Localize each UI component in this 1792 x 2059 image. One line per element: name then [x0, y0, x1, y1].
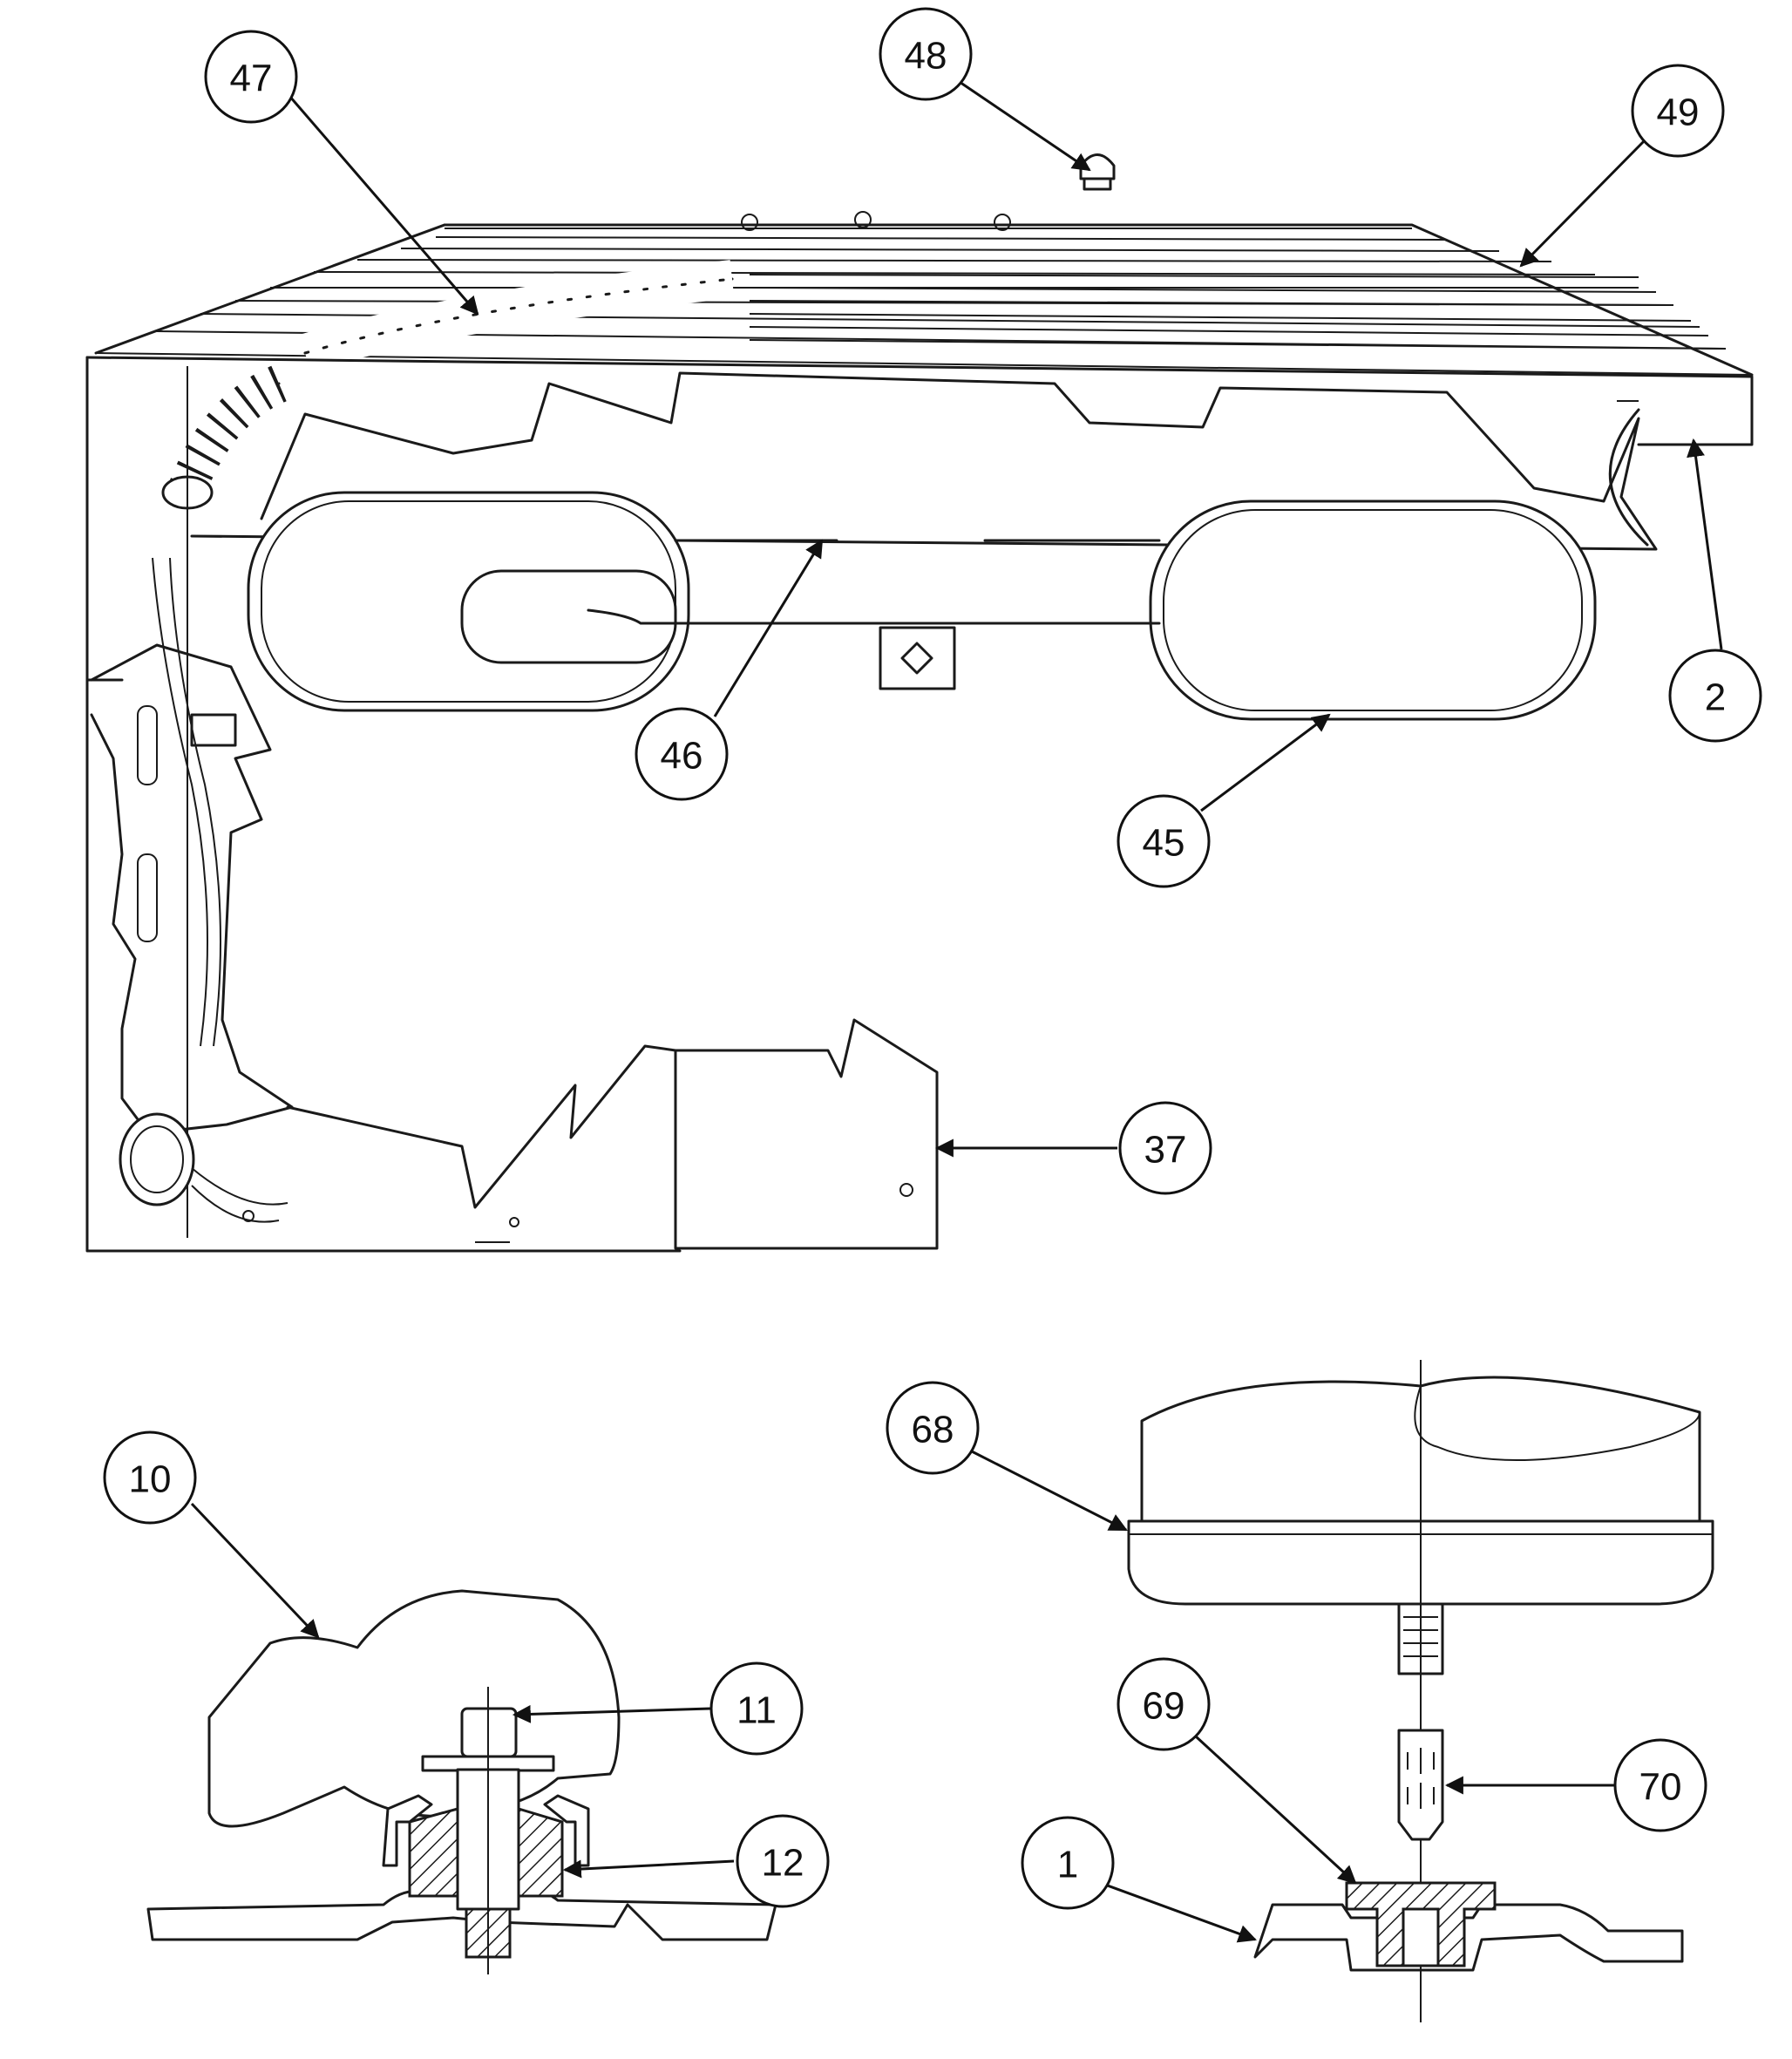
callout-12: 12: [736, 1814, 830, 1908]
callout-label-10: 10: [129, 1458, 172, 1501]
callout-45: 45: [1117, 794, 1211, 888]
flexible-tube: [161, 260, 735, 510]
control-box-cover: [286, 1018, 939, 1250]
callout-label-46: 46: [661, 735, 703, 778]
callout-2: 2: [1668, 649, 1762, 743]
callout-label-48: 48: [905, 35, 947, 78]
cap-nut: [1079, 153, 1116, 191]
callout-label-37: 37: [1144, 1129, 1187, 1172]
callout-label-70: 70: [1639, 1766, 1682, 1809]
callout-68: 68: [886, 1381, 980, 1475]
callout-10: 10: [103, 1430, 197, 1525]
callout-label-68: 68: [912, 1409, 954, 1451]
drain-fitting: [119, 1112, 288, 1223]
callout-47: 47: [204, 30, 298, 124]
callout-label-49: 49: [1657, 92, 1700, 134]
callout-label-45: 45: [1143, 822, 1185, 865]
callout-leaders: [190, 77, 1723, 1943]
callout-46: 46: [635, 707, 729, 801]
detail-fan-motor: [1127, 1360, 1714, 2022]
callout-48: 48: [879, 7, 973, 101]
accumulator-right: [1149, 499, 1597, 721]
condenser-coil-grille: [94, 211, 1754, 377]
callout-37: 37: [1118, 1101, 1212, 1195]
callout-11: 11: [709, 1661, 804, 1756]
callout-label-69: 69: [1143, 1685, 1185, 1728]
callout-label-11: 11: [736, 1689, 777, 1732]
callout-70: 70: [1613, 1738, 1707, 1832]
detail-compressor-mount: [146, 1589, 777, 1974]
connecting-tube: [460, 539, 1161, 690]
callout-49: 49: [1631, 64, 1725, 158]
callout-label-47: 47: [230, 58, 273, 100]
callout-label-1: 1: [1057, 1844, 1078, 1886]
callout-label-2: 2: [1705, 676, 1726, 719]
main-unit-assembly: [85, 153, 1754, 1253]
callout-69: 69: [1117, 1657, 1211, 1751]
callout-1: 1: [1021, 1816, 1115, 1910]
base-pan-cutaway: [190, 371, 1658, 551]
fan-shroud: [1609, 400, 1649, 547]
callout-label-12: 12: [762, 1842, 804, 1885]
